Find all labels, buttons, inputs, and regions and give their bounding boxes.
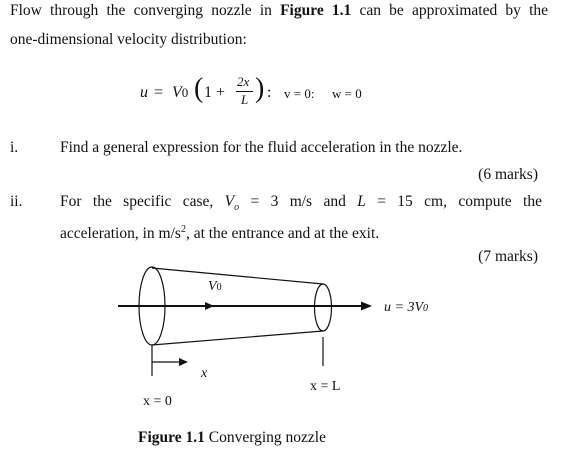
centerline-arrowhead	[361, 301, 372, 311]
outlet-ellipse	[313, 283, 333, 332]
intro-text: Flow through the converging nozzle in	[10, 2, 281, 19]
eq-V0: V0	[172, 84, 189, 101]
eq-v: v = 0:	[284, 86, 315, 101]
question-number-1: i.	[10, 139, 19, 156]
intro-line-2: one-dimensional velocity distribution:	[10, 31, 247, 48]
figure-caption: Figure 1.1 Converging nozzle	[138, 427, 326, 449]
question-text-1: Find a general expression for the fluid …	[60, 139, 463, 156]
label-x: x	[201, 366, 208, 381]
eq-w: w = 0	[332, 86, 362, 101]
eq-u: u	[140, 84, 148, 101]
eq-equals: =	[154, 84, 164, 101]
x-axis-arrowhead	[179, 358, 188, 366]
label-V0: V0	[208, 279, 222, 294]
label-x-equals-L: x = L	[310, 379, 341, 394]
marks-1: (6 marks)	[478, 166, 538, 183]
marks-2: (7 marks)	[478, 248, 538, 265]
eq-frac-bar	[236, 91, 253, 92]
var-V: Vo	[224, 193, 240, 214]
var-L: L	[357, 193, 366, 210]
label-x-equals-0: x = 0	[143, 394, 172, 409]
eq-one-plus: 1 +	[204, 84, 226, 101]
nozzle-top-wall	[151, 267, 324, 285]
label-outlet-velocity: u = 3V0	[384, 300, 428, 315]
question-text-2-line-2: acceleration, in m/s2, at the entrance a…	[60, 224, 380, 243]
nozzle-bottom-wall	[151, 330, 324, 346]
caption-text: Converging nozzle	[204, 429, 326, 446]
eq-open-paren: (	[194, 73, 204, 104]
velocity-equation: u = V0 ( 1 + 2x L ) : v = 0: w = 0	[140, 73, 400, 116]
eq-close-paren: )	[255, 73, 265, 104]
eq-colon: :	[267, 84, 272, 101]
question-text-2-line-1: For the specific case, Vo = 3 m/s and L …	[60, 193, 542, 214]
caption-label: Figure 1.1	[138, 429, 205, 446]
question-number-2: ii.	[10, 193, 23, 210]
intro-text-end: can be approximated by the	[351, 2, 549, 19]
intro-line-1: Flow through the converging nozzle in Fi…	[10, 0, 548, 22]
eq-frac-num: 2x	[237, 74, 250, 89]
figure-ref: Figure 1.1	[280, 2, 352, 19]
inlet-velocity-arrowhead	[205, 302, 214, 310]
eq-frac-den: L	[241, 92, 249, 107]
